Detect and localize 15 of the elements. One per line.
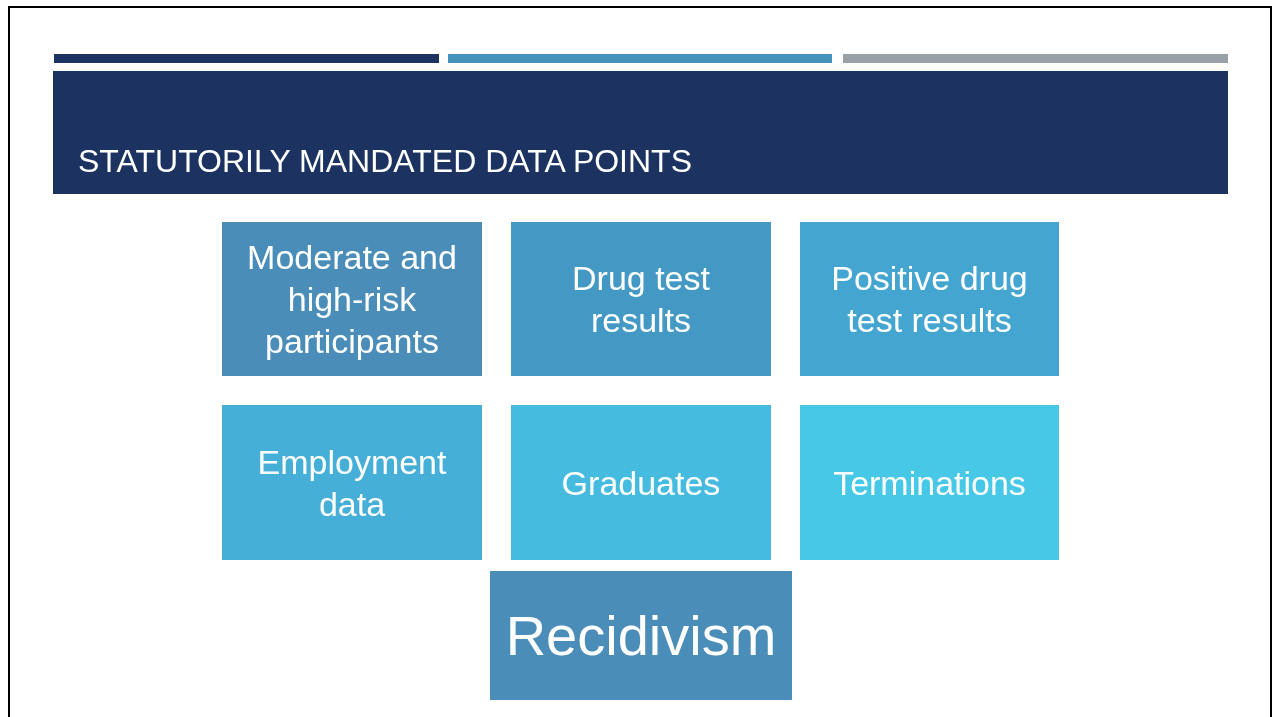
- tile-label: Drug test results: [571, 258, 711, 341]
- tile-label: Graduates: [561, 462, 721, 504]
- tile-label: Recidivism: [505, 603, 777, 668]
- data-point-tile: [511, 405, 771, 560]
- data-point-tile: [490, 571, 792, 700]
- tile-label: Moderate and high-risk participants: [246, 237, 458, 362]
- data-point-tile: [800, 405, 1059, 560]
- slide-title: STATUTORILY MANDATED DATA POINTS: [78, 142, 692, 181]
- data-point-tile: [222, 222, 482, 376]
- data-point-tile: [222, 405, 482, 560]
- data-point-tile: [511, 222, 771, 376]
- data-point-tile: [800, 222, 1059, 376]
- tile-label: Employment data: [256, 441, 448, 525]
- tile-label: Positive drug test results: [830, 258, 1029, 341]
- tile-label: Terminations: [833, 462, 1026, 504]
